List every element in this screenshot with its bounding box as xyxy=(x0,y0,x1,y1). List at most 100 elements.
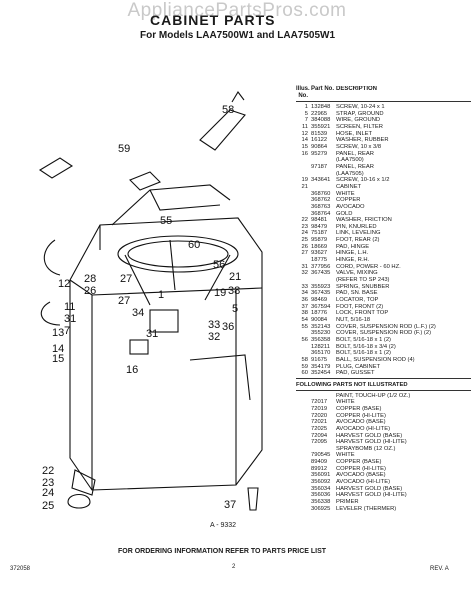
part-no: 352454 xyxy=(311,370,331,377)
part-no: 18669 xyxy=(311,243,328,250)
part-no: 343641 xyxy=(311,177,331,184)
illus-no: 60 xyxy=(301,370,308,377)
description: BALL, SUSPENSION ROD (4) xyxy=(336,356,415,363)
illus-no: 22 xyxy=(301,217,308,224)
part-no: 18776 xyxy=(311,310,328,317)
description: LEVELER (THERMER) xyxy=(336,505,397,512)
page-title: CABINET PARTS xyxy=(150,12,276,28)
description: (REFER TO SP 243) xyxy=(336,277,390,284)
illus-no: 26 xyxy=(301,243,308,250)
part-no: 368760 xyxy=(311,190,331,197)
callout-label: 24 xyxy=(42,487,54,499)
illus-no xyxy=(296,197,311,204)
illus-no xyxy=(296,486,311,493)
table-row: 306925 LEVELER (THERMER) xyxy=(296,506,471,513)
callout-label: 32 xyxy=(208,331,220,343)
description: PANEL, REAR xyxy=(336,150,374,157)
part-no: 98481 xyxy=(311,217,328,224)
part-no: 306925 xyxy=(311,505,331,512)
revision: REV. A xyxy=(430,566,449,572)
callout-label: 58 xyxy=(222,104,234,116)
description: HARVEST GOLD (BASE) xyxy=(336,485,403,492)
illus-no xyxy=(296,459,311,466)
description: PIN, KNURLED xyxy=(336,223,377,230)
part-no xyxy=(311,171,336,178)
part-no: 72020 xyxy=(311,412,328,419)
table-row: PAINT, TOUCH-UP (1/2 OZ.) xyxy=(296,393,471,400)
description: WHITE xyxy=(336,452,355,459)
description: LOCATOR, TOP xyxy=(336,297,379,304)
callout-label: 12 xyxy=(58,278,70,290)
illus-no: 54 xyxy=(301,317,308,323)
callout-label: 11 xyxy=(64,301,75,313)
callout-label: 59 xyxy=(118,143,130,155)
part-no: 356091 xyxy=(311,472,331,479)
description: SPRING, SNUBBER xyxy=(336,283,390,290)
description: WHITE xyxy=(336,190,355,197)
table-row: 18775 HINGE, R.H. xyxy=(296,257,471,264)
description: AVOCADO (BASE) xyxy=(336,419,386,426)
part-no: 18775 xyxy=(311,257,328,264)
description: SCREW, 10 x 3/8 xyxy=(336,143,382,150)
callout-label: 31 xyxy=(146,328,158,340)
part-no: 356036 xyxy=(311,492,331,499)
callout-label: 7 xyxy=(64,325,70,337)
description: AVOCADO xyxy=(336,203,365,210)
description: CABINET xyxy=(336,183,362,190)
description: HARVEST GOLD (BASE) xyxy=(336,432,403,439)
part-no: 368762 xyxy=(311,197,331,204)
description: COPPER (BASE) xyxy=(336,405,382,412)
ordering-footer: FOR ORDERING INFORMATION REFER TO PARTS … xyxy=(118,548,327,555)
description: BOLT, 5/16-18 x 1 (2) xyxy=(336,336,391,343)
callout-label: 28 xyxy=(84,273,96,285)
callout-labels: 59 58 55 60 56 21 38 12 28 26 13 27 11 2… xyxy=(42,104,241,512)
illus-no xyxy=(296,171,311,178)
illus-no: 1 xyxy=(304,104,308,110)
description: PAD, GUSSET xyxy=(336,370,375,377)
illus-no xyxy=(296,419,311,426)
illus-no: 5 xyxy=(304,110,308,117)
illus-no: 24 xyxy=(301,230,308,237)
description: HINGE, R.H. xyxy=(336,257,370,264)
illus-no: 55 xyxy=(301,323,308,330)
part-no: 75187 xyxy=(311,230,328,237)
part-no: 377956 xyxy=(311,263,331,270)
part-no: 91675 xyxy=(311,356,328,363)
description: HARVEST GOLD (HI-LITE) xyxy=(336,439,407,446)
doc-code: 372058 xyxy=(10,566,31,572)
illus-no: 23 xyxy=(301,223,308,230)
part-no: 355923 xyxy=(311,283,331,290)
description: HINGE, L.H. xyxy=(336,250,369,257)
part-no: 355921 xyxy=(311,123,331,130)
description: COPPER (HI-LITE) xyxy=(336,465,386,472)
page-number: 2 xyxy=(232,564,236,570)
description: VALVE, MIXING xyxy=(336,270,378,277)
description: SPRAYBOMB (12 OZ.) xyxy=(336,445,396,452)
illus-no: 27 xyxy=(301,250,308,257)
description: LINK, LEVELING xyxy=(336,230,381,237)
part-no xyxy=(311,157,336,164)
illus-no: 34 xyxy=(301,290,308,297)
description: HOSE, INLET xyxy=(336,130,373,137)
callout-label: 16 xyxy=(126,364,138,376)
col-description: DESCRIPTION xyxy=(336,86,378,92)
section-divider xyxy=(296,377,471,379)
callout-label: 37 xyxy=(224,499,236,511)
